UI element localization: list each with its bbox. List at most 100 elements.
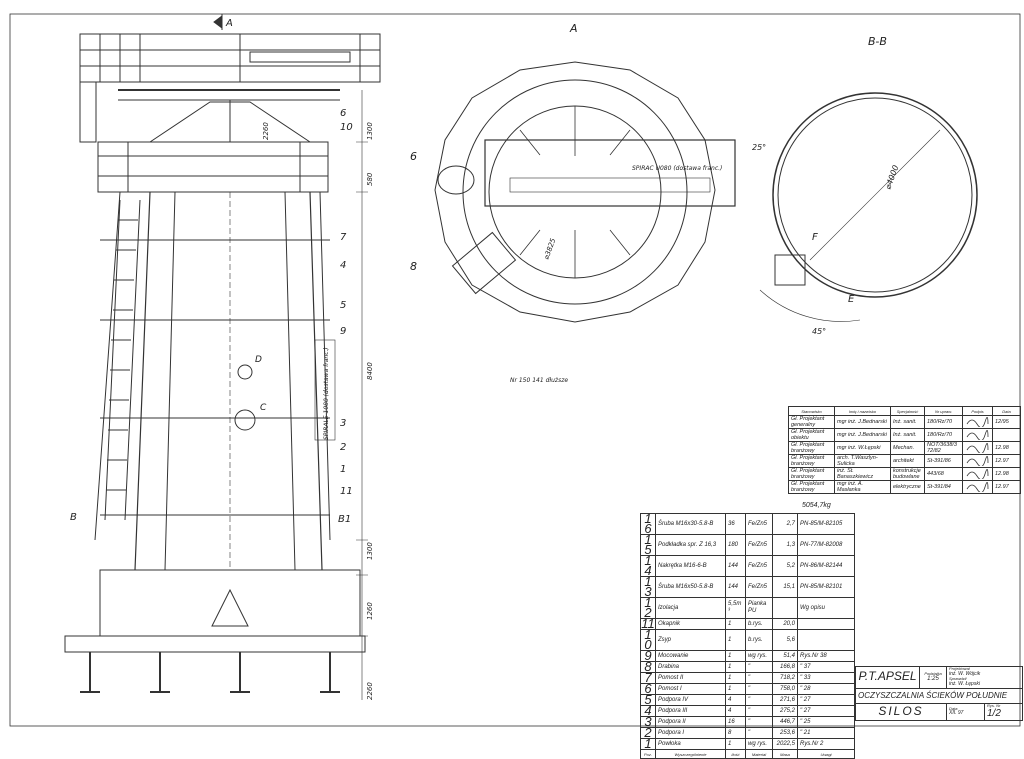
part-qty: 1 <box>725 661 746 673</box>
plan-bb-diameter: ⌀4000 <box>883 164 900 191</box>
signature-mark <box>966 430 989 440</box>
signature-date: 12.97 <box>992 480 1021 494</box>
signature-date: 12.98 <box>992 467 1021 481</box>
part-material: Fe/Zn5 <box>745 576 773 598</box>
dim-1260: 1260 <box>366 602 374 620</box>
part-mass: 275,2 <box>772 705 798 717</box>
part-notes: " 25 <box>797 716 855 728</box>
plan-a-callout-8: 8 <box>410 260 417 273</box>
plan-view-bb: B-B ⌀4000 45° F E <box>759 35 978 336</box>
plan-a-conveyor-note: SPIRAC U080 (dostawa franc.) <box>632 165 722 172</box>
part-qty: 1 <box>725 672 746 684</box>
part-name: Pomost II <box>655 672 726 684</box>
part-notes: Wg opisu <box>797 597 855 619</box>
signature-mark <box>966 456 989 466</box>
detail-c-label: C <box>260 403 267 413</box>
scale-label: Podziałka <box>924 670 942 676</box>
signatures-header: Stanowisko Imię i nazwisko Specjalność N… <box>788 406 1021 416</box>
signature-name: mgr inż. J.Bednarski <box>834 428 891 442</box>
part-notes: " 37 <box>797 661 855 673</box>
part-mass: 15,1 <box>772 576 798 598</box>
section-marker-a: A <box>225 18 233 29</box>
dim-2260-bottom: 2260 <box>366 682 374 700</box>
part-notes: " 28 <box>797 683 855 695</box>
date-label: Data <box>949 705 958 711</box>
hdr-material: Materiał <box>745 749 773 759</box>
part-name: Nakrętka M16-6-B <box>655 555 726 577</box>
part-qty: 5,5m³ <box>725 597 746 619</box>
checker-label: Sprawdził <box>949 676 967 682</box>
signature-perm: 180/Rz/70 <box>924 415 963 429</box>
callout-5: 5 <box>340 300 346 311</box>
signature-spec: Inż. sanit. <box>890 428 925 442</box>
detail-d-label: D <box>255 355 262 365</box>
signature-name: inż. St. Banaszkiewicz <box>834 467 891 481</box>
signature-role: Gł. Projektant obiektu <box>788 428 835 442</box>
part-mass: 1,3 <box>772 534 798 556</box>
part-notes: " 21 <box>797 727 855 739</box>
signature-spec: Inż. sanit. <box>890 415 925 429</box>
part-qty: 1 <box>725 738 746 750</box>
part-name: Mocowanie <box>655 650 726 662</box>
part-material: " <box>745 727 773 739</box>
signature-perm: 443/68 <box>924 467 963 481</box>
hdr-mass: Masa <box>772 749 798 759</box>
part-name: Podkładka spr. Z 16,3 <box>655 534 726 556</box>
signature-perm: 180/Rz/70 <box>924 428 963 442</box>
company-name: P.T.APSEL <box>855 666 920 689</box>
callout-7: 7 <box>340 232 347 243</box>
part-notes: Rys.Nr 2 <box>797 738 855 750</box>
part-notes: PN-77/M-82008 <box>797 534 855 556</box>
part-qty: 1 <box>725 650 746 662</box>
people-cell: Projektował inż. W. Wójcik Sprawdził inż… <box>946 666 1023 689</box>
part-mass: 5,6 <box>772 629 798 651</box>
plan-a-angle: 25° <box>752 143 766 152</box>
part-name: Śruba M16x50-5.8-B <box>655 576 726 598</box>
date: XII. 97 <box>949 710 964 717</box>
part-material: Fe/Zn5 <box>745 555 773 577</box>
signature-perm: St-391/84 <box>924 480 963 494</box>
detail-e-label: E <box>848 294 855 305</box>
detail-f-label: F <box>812 232 818 243</box>
part-notes <box>797 618 855 630</box>
part-mass: 166,8 <box>772 661 798 673</box>
plan-a-callout-6: 6 <box>410 150 417 163</box>
hdr-name: Wyszczególnienie <box>655 749 726 759</box>
part-mass <box>772 597 798 619</box>
part-name: Drabina <box>655 661 726 673</box>
part-material: b.rys. <box>745 618 773 630</box>
part-mass: 758,0 <box>772 683 798 695</box>
part-mass: 20,0 <box>772 618 798 630</box>
checker: inż. W. Łępski <box>949 680 980 687</box>
signature-role: Gł. Projektant branżowy <box>788 454 835 468</box>
signatures-table: Stanowisko Imię i nazwisko Specjalność N… <box>788 406 1021 494</box>
drawing-frame <box>9 13 1021 727</box>
part-qty: 1 <box>725 618 746 630</box>
scale-value: 1:25 <box>927 676 939 683</box>
part-qty: 144 <box>725 576 746 598</box>
callout-1: 1 <box>340 464 346 475</box>
signature-perm: St-391/86 <box>924 454 963 468</box>
signature-sign <box>962 480 993 494</box>
part-qty: 1 <box>725 629 746 651</box>
part-name: Zsyp <box>655 629 726 651</box>
part-pos: 14 <box>640 554 656 577</box>
dim-8400: 8400 <box>366 362 374 380</box>
signature-name: mgr inż. W.Łępski <box>834 441 891 455</box>
signature-spec: Mechan. <box>890 441 925 455</box>
part-qty: 180 <box>725 534 746 556</box>
part-mass: 5,2 <box>772 555 798 577</box>
hdr-spec: Specjalność <box>890 406 925 416</box>
callout-2: 2 <box>340 442 346 453</box>
plan-view-a: A 6 8 25° ⌀3825 SPIRAC U080 (dostawa fra… <box>410 22 766 323</box>
